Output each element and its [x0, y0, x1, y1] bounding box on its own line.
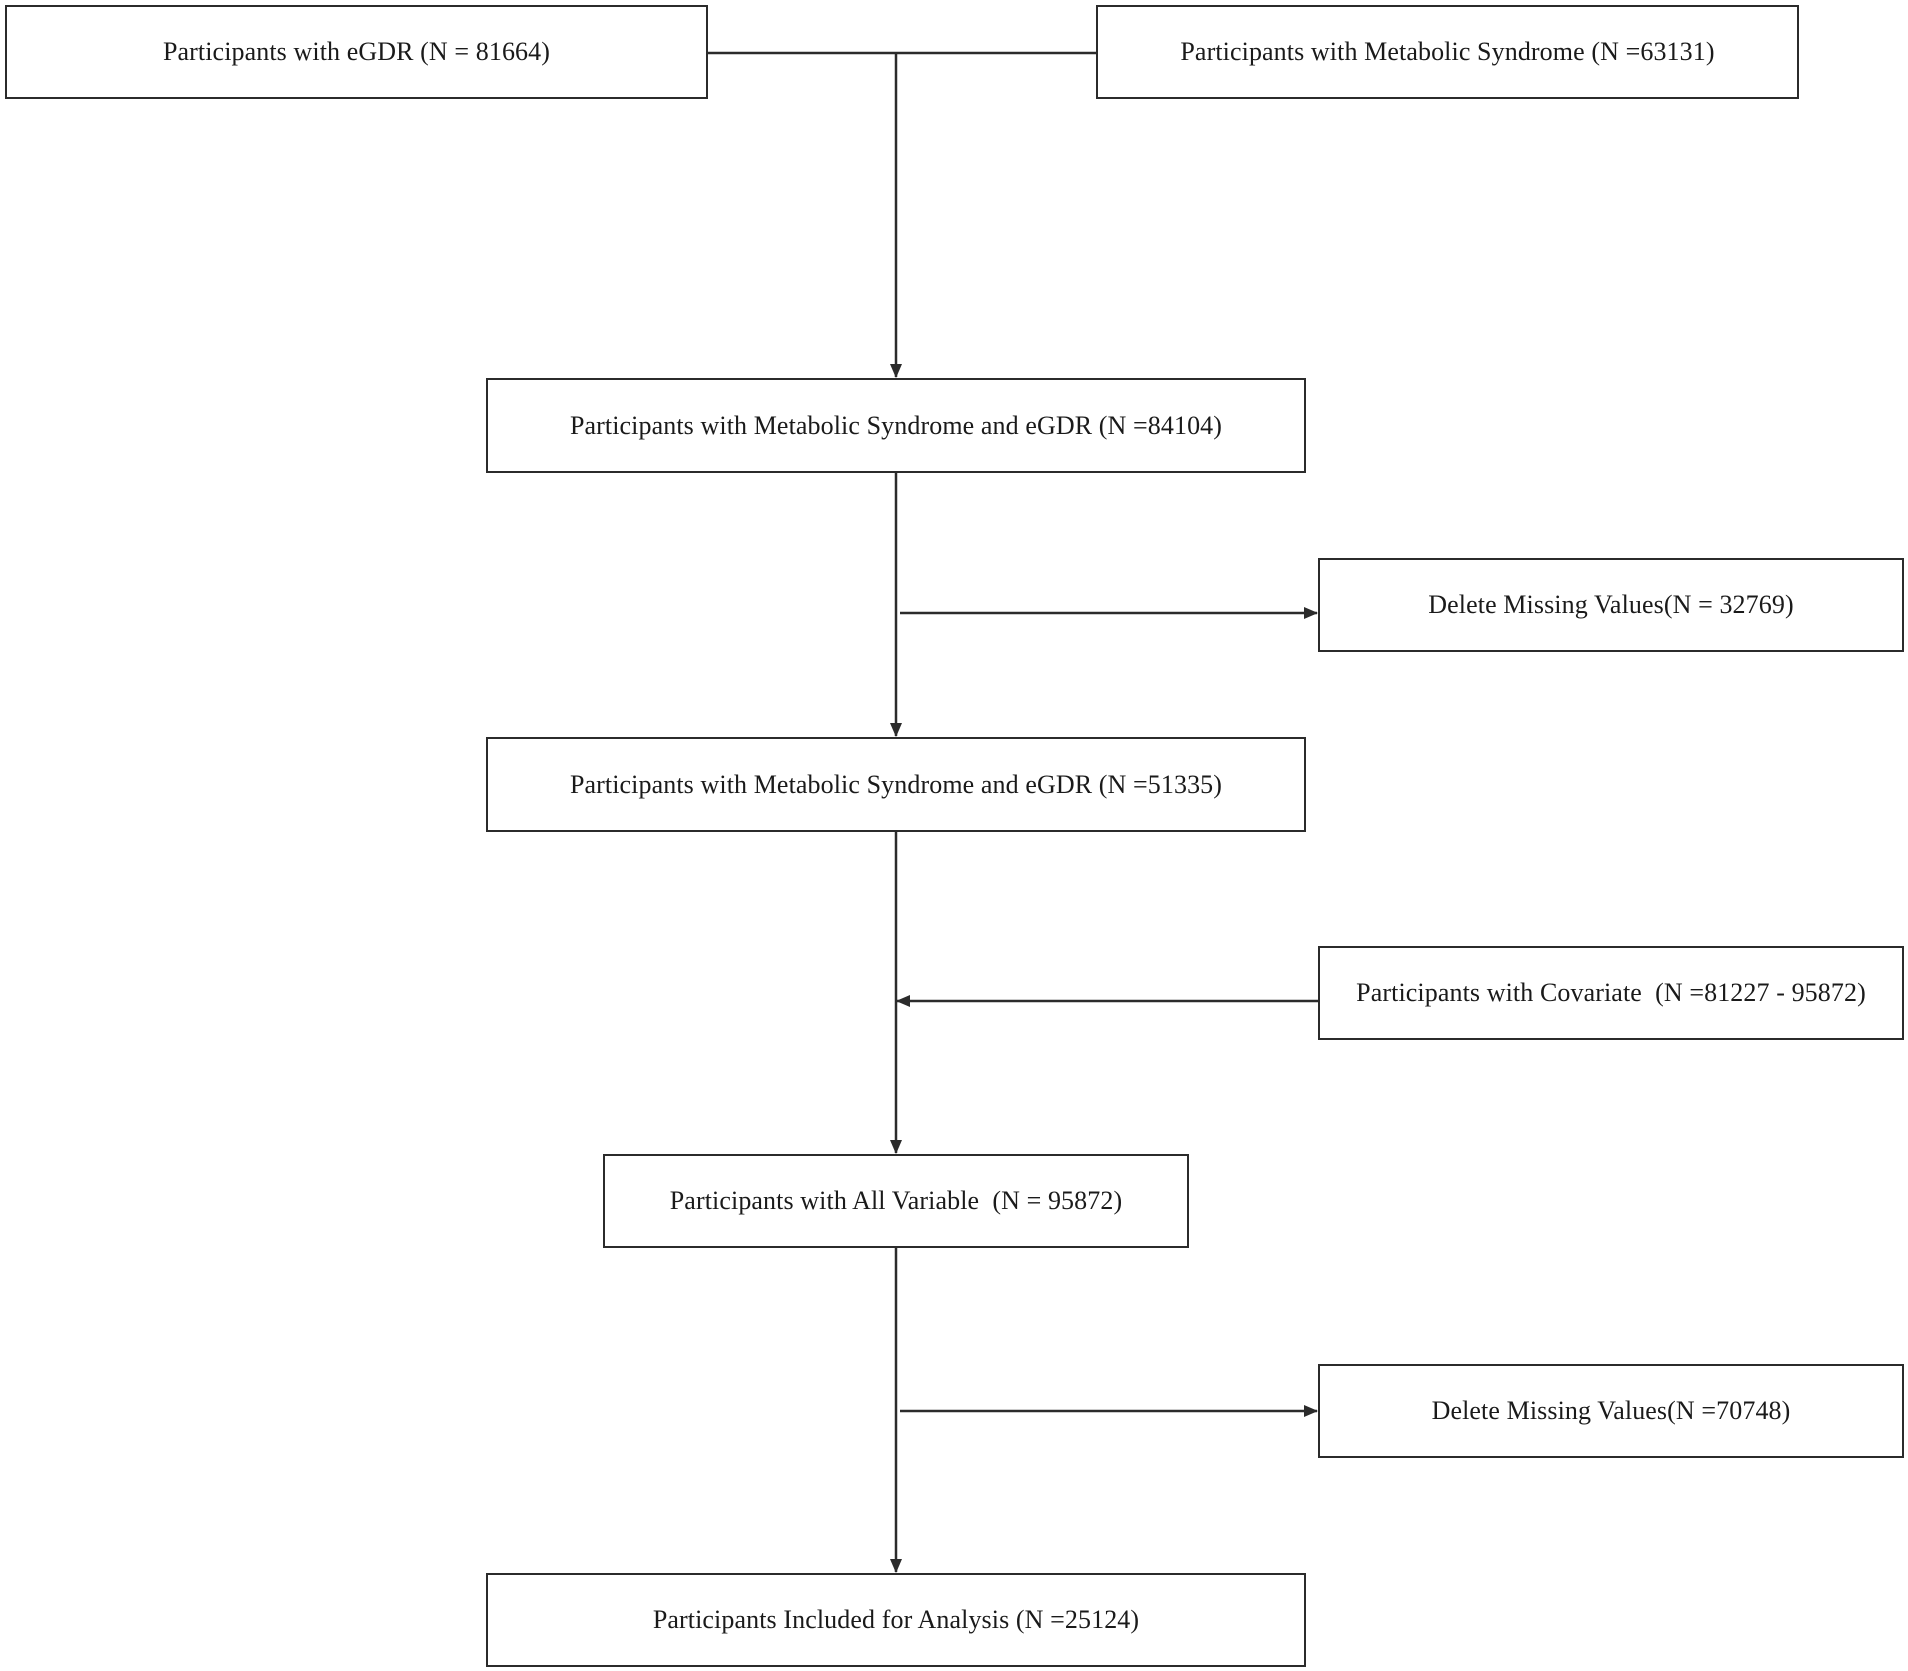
box-delete-missing-values-1: Delete Missing Values(N = 32769) [1318, 558, 1904, 652]
box-participants-covariate: Participants with Covariate (N =81227 - … [1318, 946, 1904, 1040]
box-label: Participants with Covariate (N =81227 - … [1356, 978, 1866, 1007]
box-label: Participants with Metabolic Syndrome and… [569, 410, 1223, 440]
box-combined-after-deletion: Participants with Metabolic Syndrome and… [486, 737, 1306, 832]
box-label: Delete Missing Values(N = 32769) [1428, 590, 1794, 619]
box-label: Participants with eGDR (N = 81664) [162, 37, 551, 66]
box-participants-egdr: Participants with eGDR (N = 81664) [5, 5, 708, 99]
box-included-for-analysis: Participants Included for Analysis (N =2… [486, 1573, 1306, 1667]
box-delete-missing-values-2: Delete Missing Values(N =70748) [1318, 1364, 1904, 1458]
box-participants-metabolic-syndrome: Participants with Metabolic Syndrome (N … [1096, 5, 1799, 99]
box-label: Participants with Metabolic Syndrome and… [569, 769, 1223, 799]
box-label: Participants Included for Analysis (N =2… [652, 1605, 1140, 1634]
box-participants-all-variable: Participants with All Variable (N = 9587… [603, 1154, 1189, 1248]
box-label: Participants with All Variable (N = 9587… [669, 1186, 1123, 1215]
box-label: Participants with Metabolic Syndrome (N … [1180, 37, 1715, 66]
box-label: Delete Missing Values(N =70748) [1431, 1396, 1791, 1425]
box-combined-initial: Participants with Metabolic Syndrome and… [486, 378, 1306, 473]
